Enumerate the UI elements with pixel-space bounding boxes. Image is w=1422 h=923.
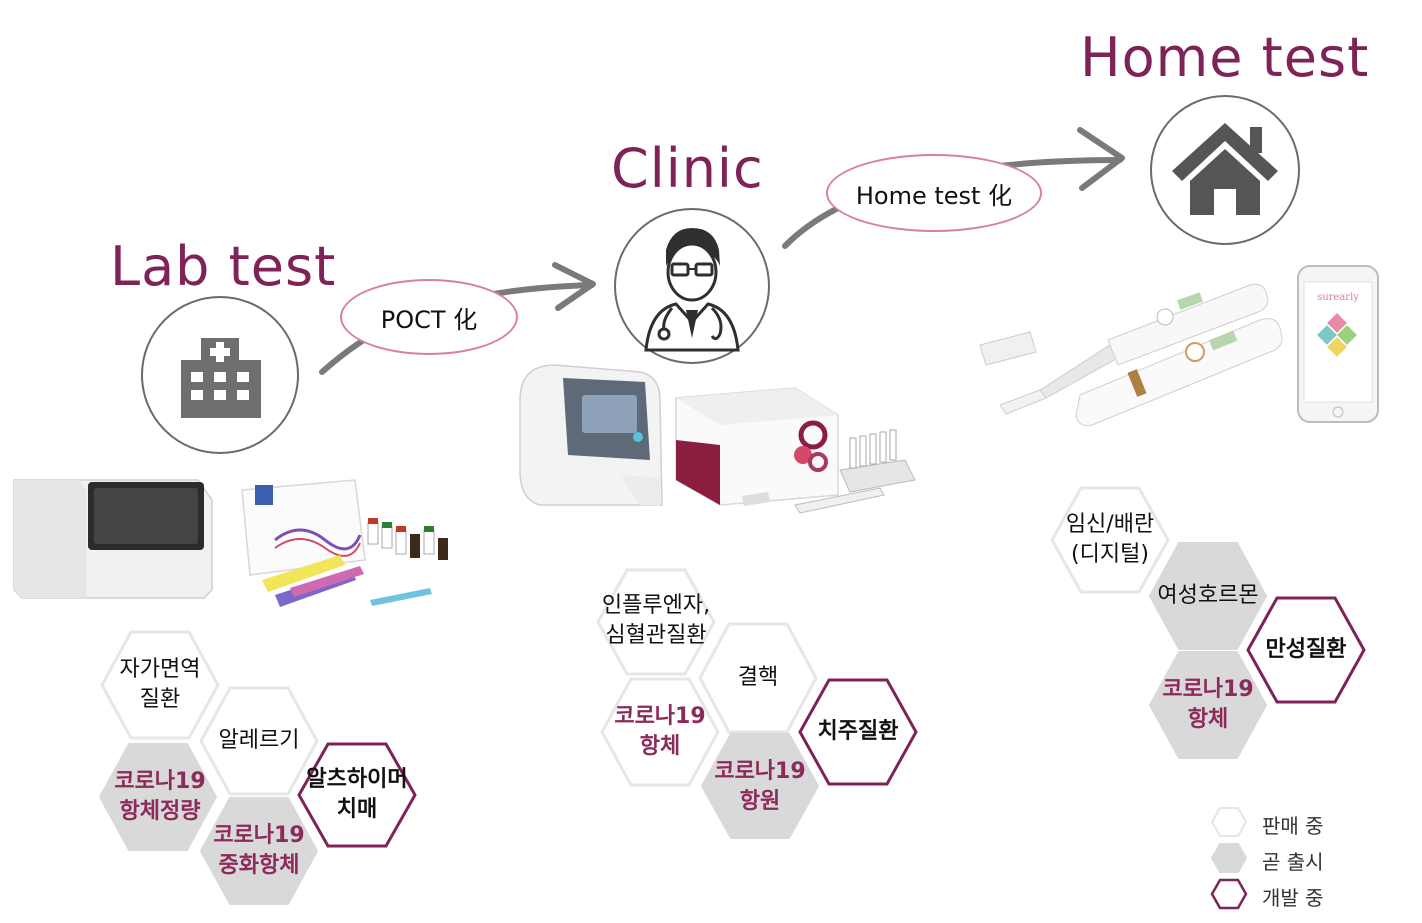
legend-coming-soon-label: 곧 출시 — [1262, 850, 1324, 874]
legend-on-sale-label: 판매 중 — [1262, 814, 1324, 838]
lab-analyzer-image — [13, 479, 213, 599]
hex-chronic — [1246, 596, 1366, 704]
home-hex-pregnancy-label: 임신/배란(디지털) — [1065, 512, 1155, 567]
reagent-bottles — [367, 518, 448, 560]
hex-periodontal — [798, 678, 918, 786]
home-hex-group — [1050, 486, 1366, 759]
home-test-title: Home test — [1080, 26, 1370, 89]
home-hex-chronic-label: 만성질환 — [1265, 637, 1347, 662]
hospital-icon — [141, 296, 299, 454]
house-icon — [1150, 95, 1300, 245]
app-tiles — [1317, 313, 1357, 357]
hex-influenza — [596, 568, 716, 676]
hex-covid-antibody-quant — [98, 743, 218, 851]
hex-home-covid-antibody — [1148, 651, 1268, 759]
hex-autoimmune — [100, 630, 220, 740]
clinic-title: Clinic — [611, 137, 764, 200]
clinic-hex-periodontal-label: 치주질환 — [817, 719, 899, 744]
hex-pregnancy — [1050, 486, 1170, 594]
hex-covid-antigen — [700, 733, 820, 839]
home-hex-hormone-label: 여성호르몬 — [1157, 583, 1259, 608]
hex-female-hormone — [1148, 542, 1268, 650]
clinic-hex-group — [596, 568, 918, 839]
hex-allergy — [199, 686, 319, 796]
lab-hex-group — [98, 630, 417, 905]
clinic-hex-influenza-label: 인플루엔자,심혈관질환 — [601, 593, 711, 648]
poct-pill: POCT 化 — [340, 279, 518, 355]
home-test-pill: Home test 化 — [826, 154, 1042, 232]
clinic-reader-image — [519, 364, 663, 506]
legend-dev-swatch — [1210, 878, 1248, 910]
lab-hex-allergy-label: 알레르기 — [218, 728, 300, 753]
test-strips — [262, 555, 432, 607]
lab-kit-image — [241, 479, 448, 607]
legend-in-development-label: 개발 중 — [1262, 886, 1324, 910]
hex-tuberculosis — [698, 622, 818, 734]
lab-test-title: Lab test — [110, 235, 337, 298]
legend-sale-swatch — [1210, 807, 1248, 837]
hex-covid-neutralizing — [199, 797, 319, 905]
home-phone-image: surearly — [1297, 265, 1379, 423]
clinic-kit-image — [675, 387, 916, 514]
legend-shapes — [1210, 807, 1248, 910]
doctor-icon — [614, 208, 770, 364]
legend-soon-swatch — [1210, 843, 1248, 873]
home-pen-devices-image — [979, 283, 1283, 426]
hex-covid-antibody — [600, 677, 720, 787]
phone-brand-text: surearly — [1317, 292, 1359, 303]
clinic-hex-tb-label: 결핵 — [737, 665, 779, 690]
hex-alzheimer — [297, 742, 417, 848]
tube-rack — [839, 429, 916, 493]
